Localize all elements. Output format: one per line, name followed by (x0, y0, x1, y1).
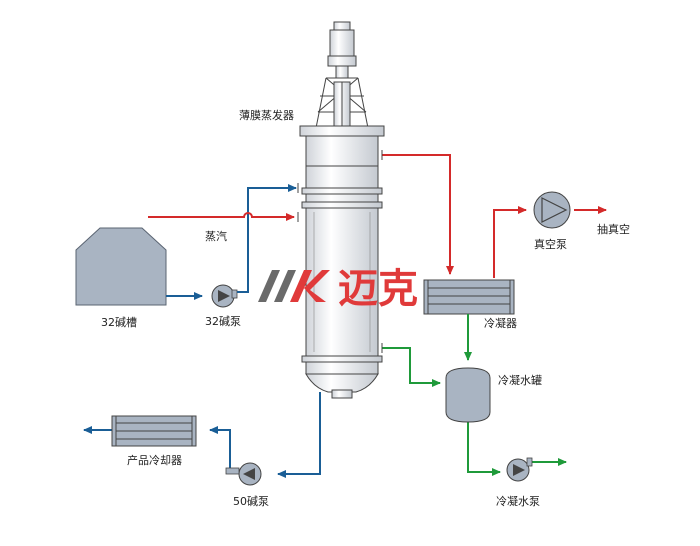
product-line-to-cooler (209, 426, 231, 470)
bottom-cone (305, 373, 379, 393)
condensate-pump (506, 457, 533, 482)
pump-arrow-icon (218, 290, 230, 302)
pump-arrow-icon (513, 464, 525, 476)
feed-line-pump-to-evaporator (237, 184, 297, 293)
flange-2 (301, 201, 383, 209)
lower-shell (305, 361, 379, 375)
flange-3 (301, 355, 383, 363)
caustic-pump-50 (225, 462, 262, 486)
line-to-vacuum-pump (493, 206, 527, 278)
vacuum-out-label: 抽真空 (597, 222, 630, 236)
pump32-label: 32碱泵 (205, 315, 241, 328)
upper-shell (305, 165, 379, 191)
tank32-label: 32碱槽 (101, 316, 137, 329)
thin-film-evaporator (299, 21, 385, 399)
product-line-to-pump50 (277, 392, 321, 478)
pump-arrow-icon (243, 468, 255, 480)
logo-text: 迈克 (338, 266, 418, 312)
product-cooler (111, 415, 197, 447)
line-to-condensate-pump (467, 420, 501, 476)
agitator-frame (315, 77, 369, 129)
vacuum-pump (533, 191, 571, 229)
vacuum-pump-label: 真空泵 (534, 237, 567, 251)
condenser (423, 279, 515, 315)
bottom-outlet (331, 389, 353, 399)
steam-inlet-line (148, 212, 295, 221)
caustic-pump-32 (211, 284, 238, 308)
caustic-feed-lines (83, 184, 321, 478)
product-cooler-label: 产品冷却器 (127, 453, 182, 467)
condenser-label: 冷凝器 (484, 316, 517, 330)
company-logo: 迈克 (258, 266, 418, 312)
agitator-motor (327, 21, 357, 79)
pump-triangle-icon (541, 197, 568, 223)
caustic-tank-32 (75, 227, 167, 306)
flange-1 (301, 187, 383, 195)
jacket-condensate-line (382, 347, 441, 387)
steam-label: 蒸汽 (205, 229, 227, 243)
top-flange (299, 125, 385, 137)
condensate-lines (382, 314, 567, 476)
feed-section (305, 193, 379, 203)
pump50-label: 50碱泵 (233, 495, 269, 508)
condensate-tank-label: 冷凝水罐 (498, 373, 542, 387)
evaporator-label: 薄膜蒸发器 (239, 108, 294, 122)
logo-mark-icon (258, 270, 330, 302)
vapor-line-to-condenser (382, 154, 454, 275)
steam-vapor-lines (148, 154, 607, 278)
condensate-pump-label: 冷凝水泵 (496, 494, 540, 508)
condensate-tank (445, 367, 491, 423)
